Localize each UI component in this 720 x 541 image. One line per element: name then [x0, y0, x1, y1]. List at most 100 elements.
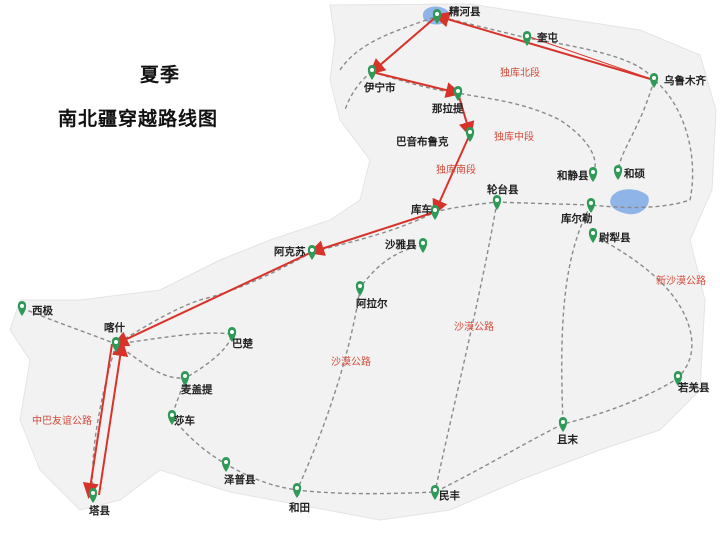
pin-body [432, 9, 442, 24]
rail-line-2 [371, 71, 596, 175]
route-leg-taxian-to-kashgar [98, 340, 129, 496]
place-label-urumqi: 乌鲁木齐 [664, 75, 706, 87]
place-label-nalati: 那拉提 [432, 103, 464, 115]
pin-center [310, 248, 314, 252]
place-label-taxian: 塔县 [89, 505, 110, 517]
pin-marker-icon [418, 238, 428, 253]
place-label-bayinbuluke: 巴音布鲁克 [396, 136, 449, 148]
place-label-shache: 莎车 [174, 415, 195, 427]
rail-line-4 [311, 201, 592, 253]
place-label-bachu: 巴楚 [232, 338, 253, 350]
pin-marker-icon [292, 483, 302, 498]
map-title-route: 南北疆穿越路线图 [58, 108, 219, 130]
pin-marker-icon [613, 165, 623, 180]
pin-marker-icon [430, 205, 440, 220]
pin-marker-icon [453, 86, 463, 101]
rail-line-3 [617, 79, 655, 173]
pin-body [492, 195, 502, 210]
pin-body [418, 238, 428, 253]
rail-line-1 [339, 15, 694, 209]
pin-marker-icon [522, 31, 532, 46]
pin-center [370, 68, 374, 72]
place-label-jinghe: 精河县 [449, 6, 481, 18]
route-leg-jinghe-to-yining [368, 15, 438, 75]
pin-body [307, 245, 317, 260]
pin-body [221, 457, 231, 472]
rail-line-8 [592, 234, 693, 379]
pin-marker-icon [221, 457, 231, 472]
pin-marker-icon [432, 9, 442, 24]
pin-marker-icon [355, 281, 365, 296]
pin-center [433, 208, 437, 212]
pin-body [649, 73, 659, 88]
pin-body [613, 165, 623, 180]
place-label-alar: 阿拉尔 [356, 298, 388, 310]
road-label-zhongba: 中巴友谊公路 [32, 416, 92, 427]
pin-center [295, 486, 299, 490]
region-outline [9, 3, 717, 521]
rail-line-13 [359, 244, 424, 289]
route-leg-bayinbuluke-to-kuche [432, 133, 471, 216]
place-label-yining: 伊宁市 [364, 82, 396, 94]
pin-marker-icon [227, 327, 237, 342]
pin-body [673, 371, 683, 386]
pin-center [91, 491, 95, 495]
pin-center [435, 12, 439, 16]
pin-body [355, 281, 365, 296]
road-label-dushan_south: 独库南段 [436, 165, 476, 176]
pin-center [468, 130, 472, 134]
route-leg-kuche-to-aksu [308, 211, 436, 256]
place-markers [17, 9, 683, 503]
pin-center [230, 330, 234, 334]
pin-center [20, 304, 24, 308]
pin-center [433, 488, 437, 492]
pin-marker-icon [492, 195, 502, 210]
pin-center [676, 374, 680, 378]
rail-line-7 [115, 332, 679, 495]
pin-body [367, 65, 377, 80]
rail-line-10 [296, 287, 361, 491]
road-label-xinsha: 新沙漠公路 [656, 276, 706, 287]
pin-body [588, 228, 598, 243]
pin-center [652, 76, 656, 80]
pin-body [588, 167, 598, 182]
pin-body [453, 86, 463, 101]
pin-center [525, 34, 529, 38]
route-leg-aksu-to-kashgar [112, 251, 313, 347]
pin-body [88, 488, 98, 503]
place-label-hejing: 和静县 [557, 170, 589, 182]
pin-marker-icon [586, 198, 596, 213]
pin-center [224, 460, 228, 464]
pin-marker-icon [111, 337, 121, 352]
pin-center [170, 413, 174, 417]
rail-line-9 [434, 201, 498, 493]
pin-marker-icon [588, 167, 598, 182]
place-label-aksu: 阿克苏 [274, 246, 306, 258]
pin-center [561, 420, 565, 424]
road-label-shamo_east: 沙漠公路 [454, 322, 494, 333]
pin-center [616, 168, 620, 172]
road-label-dushan_north: 独库北段 [500, 68, 540, 79]
pin-center [591, 170, 595, 174]
place-label-kashgar: 喀什 [104, 322, 125, 334]
pin-marker-icon [649, 73, 659, 88]
pin-marker-icon [588, 228, 598, 243]
pin-body [227, 327, 237, 342]
place-label-kuche: 库车 [411, 204, 432, 216]
pin-body [586, 198, 596, 213]
pin-body [465, 127, 475, 142]
pin-marker-icon [367, 65, 377, 80]
place-label-korla: 库尔勒 [561, 213, 593, 225]
pin-marker-icon [88, 488, 98, 503]
rail-line-14 [561, 204, 592, 425]
pin-center [495, 198, 499, 202]
pin-marker-icon [180, 371, 190, 386]
place-label-hotan: 和田 [289, 502, 310, 514]
pin-center [591, 231, 595, 235]
pin-body [17, 301, 27, 316]
place-label-yuli: 尉犁县 [599, 232, 631, 244]
pin-body [558, 417, 568, 432]
rail-line-6 [21, 307, 117, 345]
